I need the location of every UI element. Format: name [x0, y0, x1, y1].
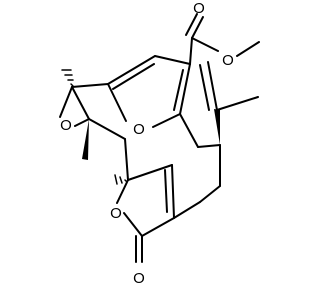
- lactone-carbonyl-oxygen-label: O: [133, 270, 145, 287]
- bond-lactone-c5-c4: [127, 164, 173, 181]
- bond-furan-o-c5: [107, 83, 127, 122]
- bond-ester-carbonyl-2: [185, 13, 198, 36]
- molecule-structure: O O O O: [59, 0, 260, 287]
- bond-epoxide-c1-to-furan: [71, 83, 109, 88]
- bond-furan-c2-o: [152, 113, 181, 128]
- hash-line: [124, 179, 128, 183]
- bond-epoxide-c1-c2: [71, 86, 90, 120]
- bond-epoxide-to-ch2: [88, 118, 126, 140]
- bond-lactone-c4-c3-double: [164, 169, 168, 213]
- epoxide-h-hashed-wedge: [61, 69, 74, 87]
- ester-ether-oxygen-label: O: [222, 52, 234, 69]
- bond-ether-o-to-methyl: [236, 41, 260, 57]
- bond-ch2-to-ch2: [199, 185, 221, 203]
- bond-epoxide-c2-o: [74, 118, 90, 127]
- bond-lactone-c4-c3: [171, 164, 175, 219]
- isopropenyl-group: [199, 61, 259, 145]
- ester-carbonyl-oxygen-label: O: [193, 0, 205, 17]
- bond-furan-c4-c3: [154, 55, 191, 65]
- bond-ester-carbon-to-ether-o: [191, 37, 219, 52]
- hash-line: [119, 176, 123, 184]
- bond-epoxide-o-c1: [59, 86, 73, 118]
- bond-furan-c5-c4-double: [112, 63, 155, 90]
- bond-furan-c2-to-ch2: [179, 113, 199, 148]
- furan-oxygen-label: O: [133, 121, 145, 138]
- epoxide-ring: O: [59, 69, 109, 160]
- hash-line: [70, 83, 74, 87]
- bond-furan-c5-c4: [107, 55, 156, 85]
- butenolide-ring: O O: [110, 164, 175, 287]
- bond-lactone-c3-c2: [141, 217, 175, 237]
- bond-ch2-to-butenolide: [124, 138, 129, 181]
- isopropenyl-wedge: [214, 109, 220, 145]
- methyl-ester-group: O O: [185, 0, 260, 69]
- epoxide-oxygen-label: O: [60, 117, 72, 134]
- bond-furan-c3-c2-double: [173, 69, 184, 111]
- bond-isopropenyl-c-to-methyl: [216, 96, 259, 111]
- bond-lactone-c2-o: [123, 212, 143, 237]
- bond-isopropenyl-double-1: [207, 61, 218, 111]
- hash-line: [114, 174, 118, 185]
- bond-lactone-o-c5: [116, 179, 129, 204]
- lactone-h-hashed-wedge: [114, 174, 128, 185]
- bond-isopropenyl-double-2: [199, 64, 210, 111]
- furan-ring: O: [107, 55, 191, 138]
- bond-ch2-to-stereocenter: [197, 144, 221, 148]
- bond-ch2-to-lactone-c3: [173, 201, 201, 219]
- lactone-ring-oxygen-label: O: [110, 205, 122, 222]
- bond-furan-c3-c2: [179, 63, 191, 115]
- bond-ester-carbonyl-1: [191, 16, 204, 39]
- epoxide-methyl-wedge: [82, 119, 89, 160]
- bond-ester-carbon-to-furan: [189, 37, 193, 65]
